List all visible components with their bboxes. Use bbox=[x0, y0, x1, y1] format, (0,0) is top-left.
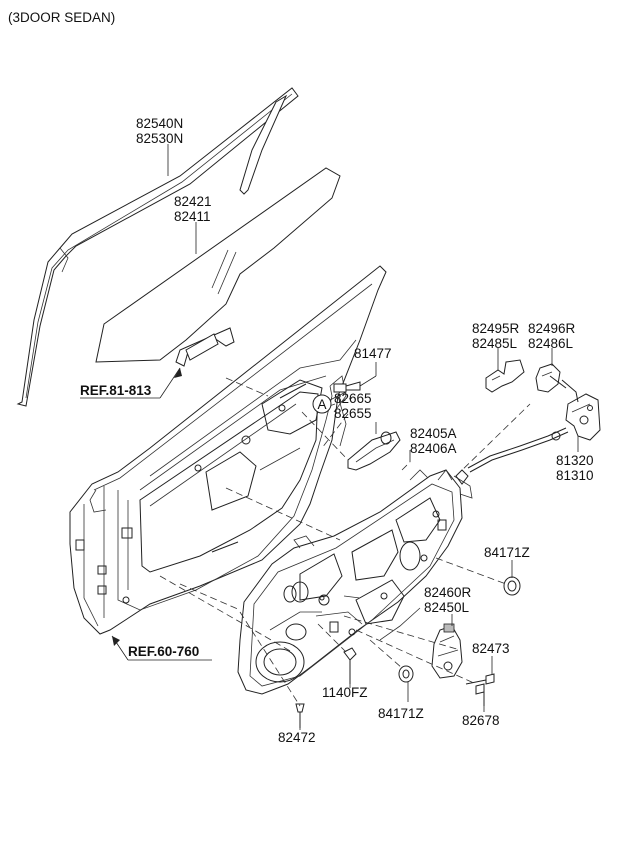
label-81320: 81320 bbox=[556, 453, 594, 468]
ref-arrows bbox=[80, 367, 212, 661]
label-82665: 82665 bbox=[334, 391, 372, 406]
label-82473: 82473 bbox=[472, 641, 510, 656]
window-regulator-motor bbox=[431, 623, 463, 679]
label-82460r: 82460R bbox=[424, 585, 472, 600]
part-labels: 82540N 82530N 82421 82411 REF.81-813 814… bbox=[80, 116, 594, 745]
assembly-lines bbox=[159, 377, 531, 707]
label-82450l: 82450L bbox=[424, 600, 470, 615]
door-latch bbox=[455, 375, 601, 485]
label-82485l: 82485L bbox=[472, 336, 518, 351]
label-82406a: 82406A bbox=[410, 441, 457, 456]
door-frame-weatherstrip bbox=[16, 87, 299, 407]
label-82405a: 82405A bbox=[410, 426, 457, 441]
label-82678: 82678 bbox=[462, 713, 500, 728]
bolt-81477 bbox=[333, 362, 377, 393]
label-82496r: 82496R bbox=[528, 321, 576, 336]
door-outer-shell bbox=[69, 265, 387, 635]
diagram-title: (3DOOR SEDAN) bbox=[8, 10, 115, 25]
label-82530n: 82530N bbox=[136, 131, 183, 146]
label-81477: 81477 bbox=[354, 346, 392, 361]
label-82655: 82655 bbox=[334, 406, 372, 421]
label-ref-60-760: REF.60-760 bbox=[128, 644, 199, 659]
brackets bbox=[485, 359, 561, 393]
label-82421: 82421 bbox=[174, 194, 212, 209]
view-point-a: A bbox=[312, 391, 347, 414]
label-82540n: 82540N bbox=[136, 116, 183, 131]
label-82472: 82472 bbox=[278, 730, 316, 745]
label-1140fz: 1140FZ bbox=[322, 685, 368, 700]
leader-lines bbox=[167, 144, 579, 730]
label-84171z-upper: 84171Z bbox=[484, 545, 530, 560]
door-module-panel bbox=[237, 469, 473, 695]
point-a-label: A bbox=[317, 397, 326, 412]
fasteners bbox=[295, 576, 521, 728]
label-82411: 82411 bbox=[174, 209, 211, 224]
label-81310: 81310 bbox=[556, 468, 594, 483]
door-glass bbox=[95, 167, 341, 367]
label-82486l: 82486L bbox=[528, 336, 574, 351]
label-84171z-lower: 84171Z bbox=[378, 706, 424, 721]
label-ref-81-813: REF.81-813 bbox=[80, 383, 152, 398]
label-82495r: 82495R bbox=[472, 321, 520, 336]
inside-handle bbox=[347, 431, 401, 471]
